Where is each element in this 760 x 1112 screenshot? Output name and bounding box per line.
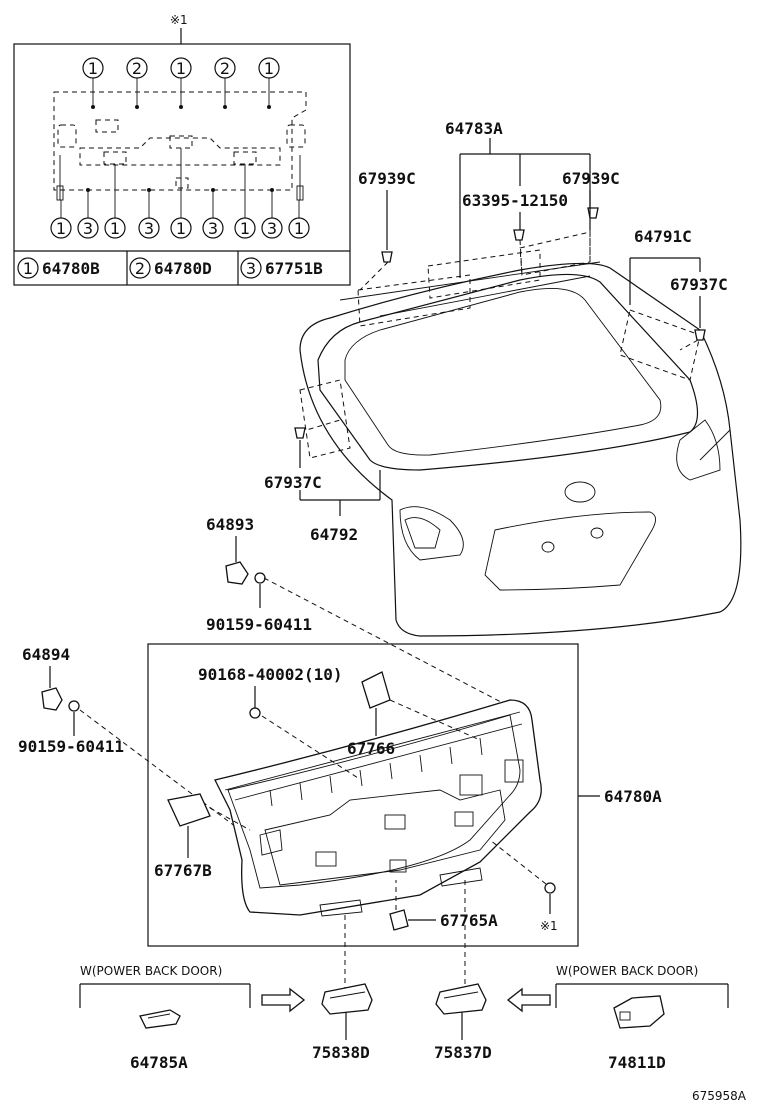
- screw-icon: [254, 572, 266, 584]
- inset-bottom-callout: 1: [176, 219, 186, 238]
- legend-num: 3: [246, 259, 256, 278]
- inset-bottom-callout: 1: [110, 219, 120, 238]
- back-door-panel: [299, 220, 742, 637]
- label-90159-60411-left: 90159-60411: [18, 737, 124, 756]
- label-74811D: 74811D: [608, 1053, 666, 1072]
- inset-bottom-callouts: 1 3 1 3 1 3 1 3: [50, 148, 310, 239]
- label-90168-40002: 90168-40002(10): [198, 665, 343, 684]
- clip-67765A-icon: [389, 909, 409, 931]
- label-67765A: 67765A: [440, 911, 498, 930]
- clip-icon: [294, 427, 306, 439]
- label-64791C: 64791C: [634, 227, 692, 246]
- clip-90168-icon: [249, 707, 261, 719]
- label-67937C-right: 67937C: [670, 275, 728, 294]
- inset-top-callout: 1: [88, 59, 98, 78]
- cover-67767B-icon: [167, 793, 211, 827]
- inset-frame: [13, 43, 351, 286]
- label-67937C-left: 67937C: [264, 473, 322, 492]
- inset-top-callout: 1: [264, 59, 274, 78]
- inset-detail: ※1 1 2 1: [13, 13, 351, 286]
- trim-board: [214, 699, 542, 916]
- label-75838D: 75838D: [312, 1043, 370, 1062]
- switch-section: W(POWER BACK DOOR) W(POWER BACK DOOR) 64…: [79, 964, 729, 1072]
- legend-part: 64780D: [154, 259, 212, 278]
- legend-num: 1: [23, 259, 33, 278]
- inset-legend: 1 64780B 2 64780D 3 67751B: [17, 257, 323, 279]
- inset-top-callout: 1: [176, 59, 186, 78]
- switch-64785A-icon: [139, 1009, 181, 1029]
- legend-part: 67751B: [265, 259, 323, 278]
- inset-bottom-callout: 3: [144, 219, 154, 238]
- inset-mark: ※1: [170, 13, 188, 27]
- inset-bottom-callout: 3: [83, 219, 93, 238]
- label-63395-12150: 63395-12150: [462, 191, 568, 210]
- label-64894: 64894: [22, 645, 70, 664]
- trim-box-frame: [147, 643, 579, 947]
- clip-icon: [381, 251, 393, 263]
- label-64785A: 64785A: [130, 1053, 188, 1072]
- cushion-64894-icon: [41, 687, 63, 711]
- inset-top-callouts: 1 2 1 2 1: [82, 57, 280, 109]
- clip-icon: [694, 329, 706, 341]
- cushion-64893-icon: [225, 561, 249, 585]
- label-90159-60411-top: 90159-60411: [206, 615, 312, 634]
- label-67939C-right: 67939C: [562, 169, 620, 188]
- label-67767B: 67767B: [154, 861, 212, 880]
- cover-67766-icon: [361, 671, 391, 709]
- stopper-cushions: 64893 90159-60411 64894 90159-60411: [18, 515, 521, 831]
- label-64792: 64792: [310, 525, 358, 544]
- switch-75838D-icon: [321, 983, 373, 1015]
- clip-icon: [513, 229, 525, 241]
- power-door-note-left: W(POWER BACK DOOR): [80, 964, 222, 978]
- upper-leaders: [299, 138, 701, 516]
- inset-bottom-callout: 1: [240, 219, 250, 238]
- drawing-id: 675958A: [692, 1089, 747, 1103]
- label-64783A: 64783A: [445, 119, 503, 138]
- trim-assembly: 64780A 90168-40002(10) 67766 67767B: [147, 643, 662, 990]
- label-75837D: 75837D: [434, 1043, 492, 1062]
- clip-mark1-icon: [544, 882, 556, 894]
- label-67939C-left: 67939C: [358, 169, 416, 188]
- power-door-note-right: W(POWER BACK DOOR): [556, 964, 698, 978]
- inset-bottom-callout: 1: [294, 219, 304, 238]
- inset-top-callout: 2: [220, 59, 230, 78]
- switch-75837D-icon: [435, 983, 487, 1015]
- inset-trim-outline: [53, 91, 307, 191]
- legend-part: 64780B: [42, 259, 100, 278]
- legend-num: 2: [135, 259, 145, 278]
- inset-bottom-callout: 3: [208, 219, 218, 238]
- inset-bottom-callout: 3: [267, 219, 277, 238]
- inset-bottom-callout: 1: [56, 219, 66, 238]
- label-64780A: 64780A: [604, 787, 662, 806]
- label-67766: 67766: [347, 739, 395, 758]
- screw-icon: [68, 700, 80, 712]
- inset-top-callout: 2: [132, 59, 142, 78]
- label-64893: 64893: [206, 515, 254, 534]
- arrow-right-icon: [261, 987, 306, 1013]
- arrow-left-icon: [506, 987, 551, 1013]
- label-mark1: ※1: [540, 919, 558, 933]
